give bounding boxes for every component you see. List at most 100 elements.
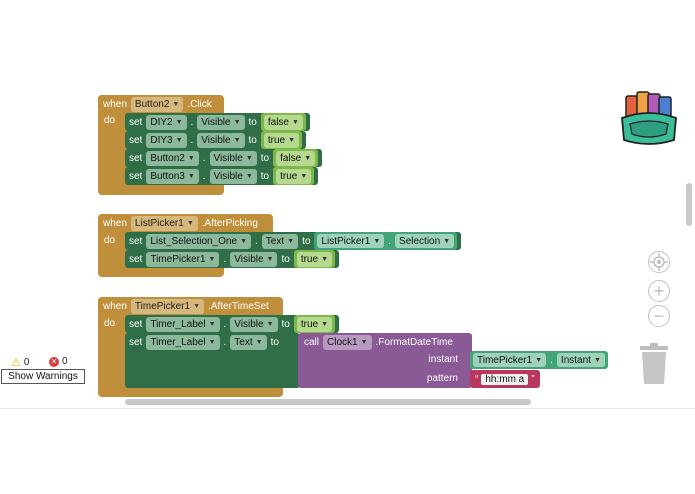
backpack-icon[interactable] xyxy=(618,88,680,148)
property-dropdown[interactable]: Visible▼ xyxy=(209,150,257,166)
chevron-down-icon: ▼ xyxy=(233,118,241,126)
pattern-label: pattern xyxy=(426,373,458,384)
when-label: when xyxy=(103,217,127,229)
to-label: to xyxy=(248,134,257,146)
boolean-block[interactable]: true▼ xyxy=(293,250,335,268)
component-dropdown[interactable]: TimePicker1▼ xyxy=(146,251,220,267)
property-dropdown[interactable]: Text▼ xyxy=(230,334,267,350)
setter-block[interactable]: set DIY2▼ . Visible▼ to false▼ xyxy=(125,113,310,131)
boolean-dropdown[interactable]: false▼ xyxy=(276,150,316,166)
set-label: set xyxy=(129,253,143,265)
getter-block[interactable]: ListPicker1▼ . Selection▼ xyxy=(314,232,458,250)
property-dropdown[interactable]: Text▼ xyxy=(261,233,299,249)
chevron-down-icon: ▼ xyxy=(321,255,328,263)
chevron-down-icon: ▼ xyxy=(443,237,451,245)
set-label: set xyxy=(129,170,143,182)
boolean-block[interactable]: false▼ xyxy=(273,149,319,167)
to-label: to xyxy=(302,235,311,247)
chevron-down-icon: ▼ xyxy=(208,338,216,346)
event-header: when TimePicker1▼ .AfterTimeSet xyxy=(98,297,282,315)
blocks-workspace[interactable]: when Button2▼ .Click do set DIY2▼ . Visi… xyxy=(0,0,695,409)
dot-label: . xyxy=(255,235,258,247)
instant-label: instant xyxy=(428,354,458,365)
zoom-out-icon[interactable]: − xyxy=(648,305,670,327)
property-dropdown[interactable]: Visible▼ xyxy=(197,132,245,148)
chevron-down-icon: ▼ xyxy=(208,320,216,328)
property-dropdown[interactable]: Visible▼ xyxy=(230,251,278,267)
chevron-down-icon: ▼ xyxy=(175,136,183,144)
boolean-block[interactable]: false▼ xyxy=(260,113,306,131)
component-dropdown[interactable]: Timer_Label▼ xyxy=(146,334,220,350)
setter-block[interactable]: set Timer_Label▼ . Visible▼ to true▼ xyxy=(125,315,340,333)
text-block-pattern[interactable]: “ hh:mm a ” xyxy=(470,370,540,388)
component-dropdown[interactable]: Clock1▼ xyxy=(323,334,372,350)
error-indicator: ✕ 0 xyxy=(49,356,68,367)
call-block-format-date-time[interactable]: call Clock1▼ .FormatDateTime instant pat… xyxy=(298,333,472,388)
boolean-dropdown[interactable]: false▼ xyxy=(263,114,303,130)
chevron-down-icon: ▼ xyxy=(321,320,329,328)
setter-block-text[interactable]: set Timer_Label▼ . Text▼ to xyxy=(125,333,300,388)
event-name: .AfterTimeSet xyxy=(208,300,269,312)
chevron-down-icon: ▼ xyxy=(593,356,601,364)
component-dropdown[interactable]: Button2▼ xyxy=(130,96,184,112)
property-dropdown[interactable]: Visible▼ xyxy=(197,114,245,130)
setter-block[interactable]: set TimePicker1▼ . Visible▼ to true▼ xyxy=(125,250,339,268)
component-dropdown[interactable]: TimePicker1▼ xyxy=(130,298,205,314)
show-warnings-button[interactable]: Show Warnings xyxy=(1,369,85,384)
pattern-text-field[interactable]: hh:mm a xyxy=(481,373,529,385)
property-dropdown[interactable]: Visible▼ xyxy=(209,168,257,184)
boolean-block[interactable]: true▼ xyxy=(260,131,303,149)
setter-block[interactable]: set DIY3▼ . Visible▼ to true▼ xyxy=(125,131,307,149)
boolean-dropdown[interactable]: true▼ xyxy=(263,132,300,148)
component-dropdown[interactable]: DIY2▼ xyxy=(146,114,187,130)
set-label: set xyxy=(129,235,143,247)
setter-block[interactable]: set Button2▼ . Visible▼ to false▼ xyxy=(125,149,323,167)
chevron-down-icon: ▼ xyxy=(193,302,201,310)
dot-label: . xyxy=(223,318,227,330)
setter-block[interactable]: set Button3▼ . Visible▼ to true▼ xyxy=(125,167,319,185)
chevron-down-icon: ▼ xyxy=(288,136,296,144)
component-dropdown[interactable]: ListPicker1▼ xyxy=(130,215,198,231)
chevron-down-icon: ▼ xyxy=(175,118,183,126)
chevron-down-icon: ▼ xyxy=(245,172,253,180)
component-dropdown[interactable]: Button3▼ xyxy=(146,168,199,184)
horizontal-scrollbar[interactable] xyxy=(125,399,531,405)
component-dropdown[interactable]: List_Selection_One▼ xyxy=(146,233,252,249)
chevron-down-icon: ▼ xyxy=(535,356,543,364)
boolean-dropdown[interactable]: true▼ xyxy=(296,251,332,267)
dot-label: . xyxy=(202,170,206,182)
vertical-scrollbar[interactable] xyxy=(686,183,692,226)
to-label: to xyxy=(260,170,270,182)
set-label: set xyxy=(129,134,143,146)
trash-icon[interactable] xyxy=(639,343,669,385)
component-dropdown[interactable]: ListPicker1▼ xyxy=(317,234,385,248)
set-label: set xyxy=(129,152,143,164)
to-label: to xyxy=(260,152,270,164)
boolean-dropdown[interactable]: true▼ xyxy=(276,168,312,184)
chevron-down-icon: ▼ xyxy=(186,219,194,227)
chevron-down-icon: ▼ xyxy=(373,237,381,245)
setter-block[interactable]: set List_Selection_One▼ . Text▼ to ListP… xyxy=(125,232,462,250)
property-dropdown[interactable]: Selection▼ xyxy=(395,234,455,248)
when-label: when xyxy=(103,300,127,312)
component-dropdown[interactable]: DIY3▼ xyxy=(146,132,187,148)
property-dropdown[interactable]: Visible▼ xyxy=(230,316,278,332)
component-dropdown[interactable]: TimePicker1▼ xyxy=(473,353,547,367)
target-icon[interactable] xyxy=(648,251,670,273)
zoom-in-icon[interactable]: + xyxy=(648,280,670,302)
event-name: .AfterPicking xyxy=(201,217,258,229)
error-icon: ✕ xyxy=(49,356,59,367)
component-dropdown[interactable]: Button2▼ xyxy=(146,150,199,166)
boolean-dropdown[interactable]: true▼ xyxy=(296,316,333,332)
chevron-down-icon: ▼ xyxy=(287,237,295,245)
to-label: to xyxy=(281,253,290,265)
boolean-block[interactable]: true▼ xyxy=(293,315,336,333)
chevron-down-icon: ▼ xyxy=(266,320,274,328)
property-dropdown[interactable]: Instant▼ xyxy=(556,353,605,367)
component-dropdown[interactable]: Timer_Label▼ xyxy=(146,316,220,332)
getter-block-instant[interactable]: TimePicker1▼ . Instant▼ xyxy=(470,351,608,369)
set-label: set xyxy=(129,116,143,128)
event-header: when ListPicker1▼ .AfterPicking xyxy=(98,214,273,232)
boolean-block[interactable]: true▼ xyxy=(273,167,315,185)
set-label: set xyxy=(129,336,143,348)
